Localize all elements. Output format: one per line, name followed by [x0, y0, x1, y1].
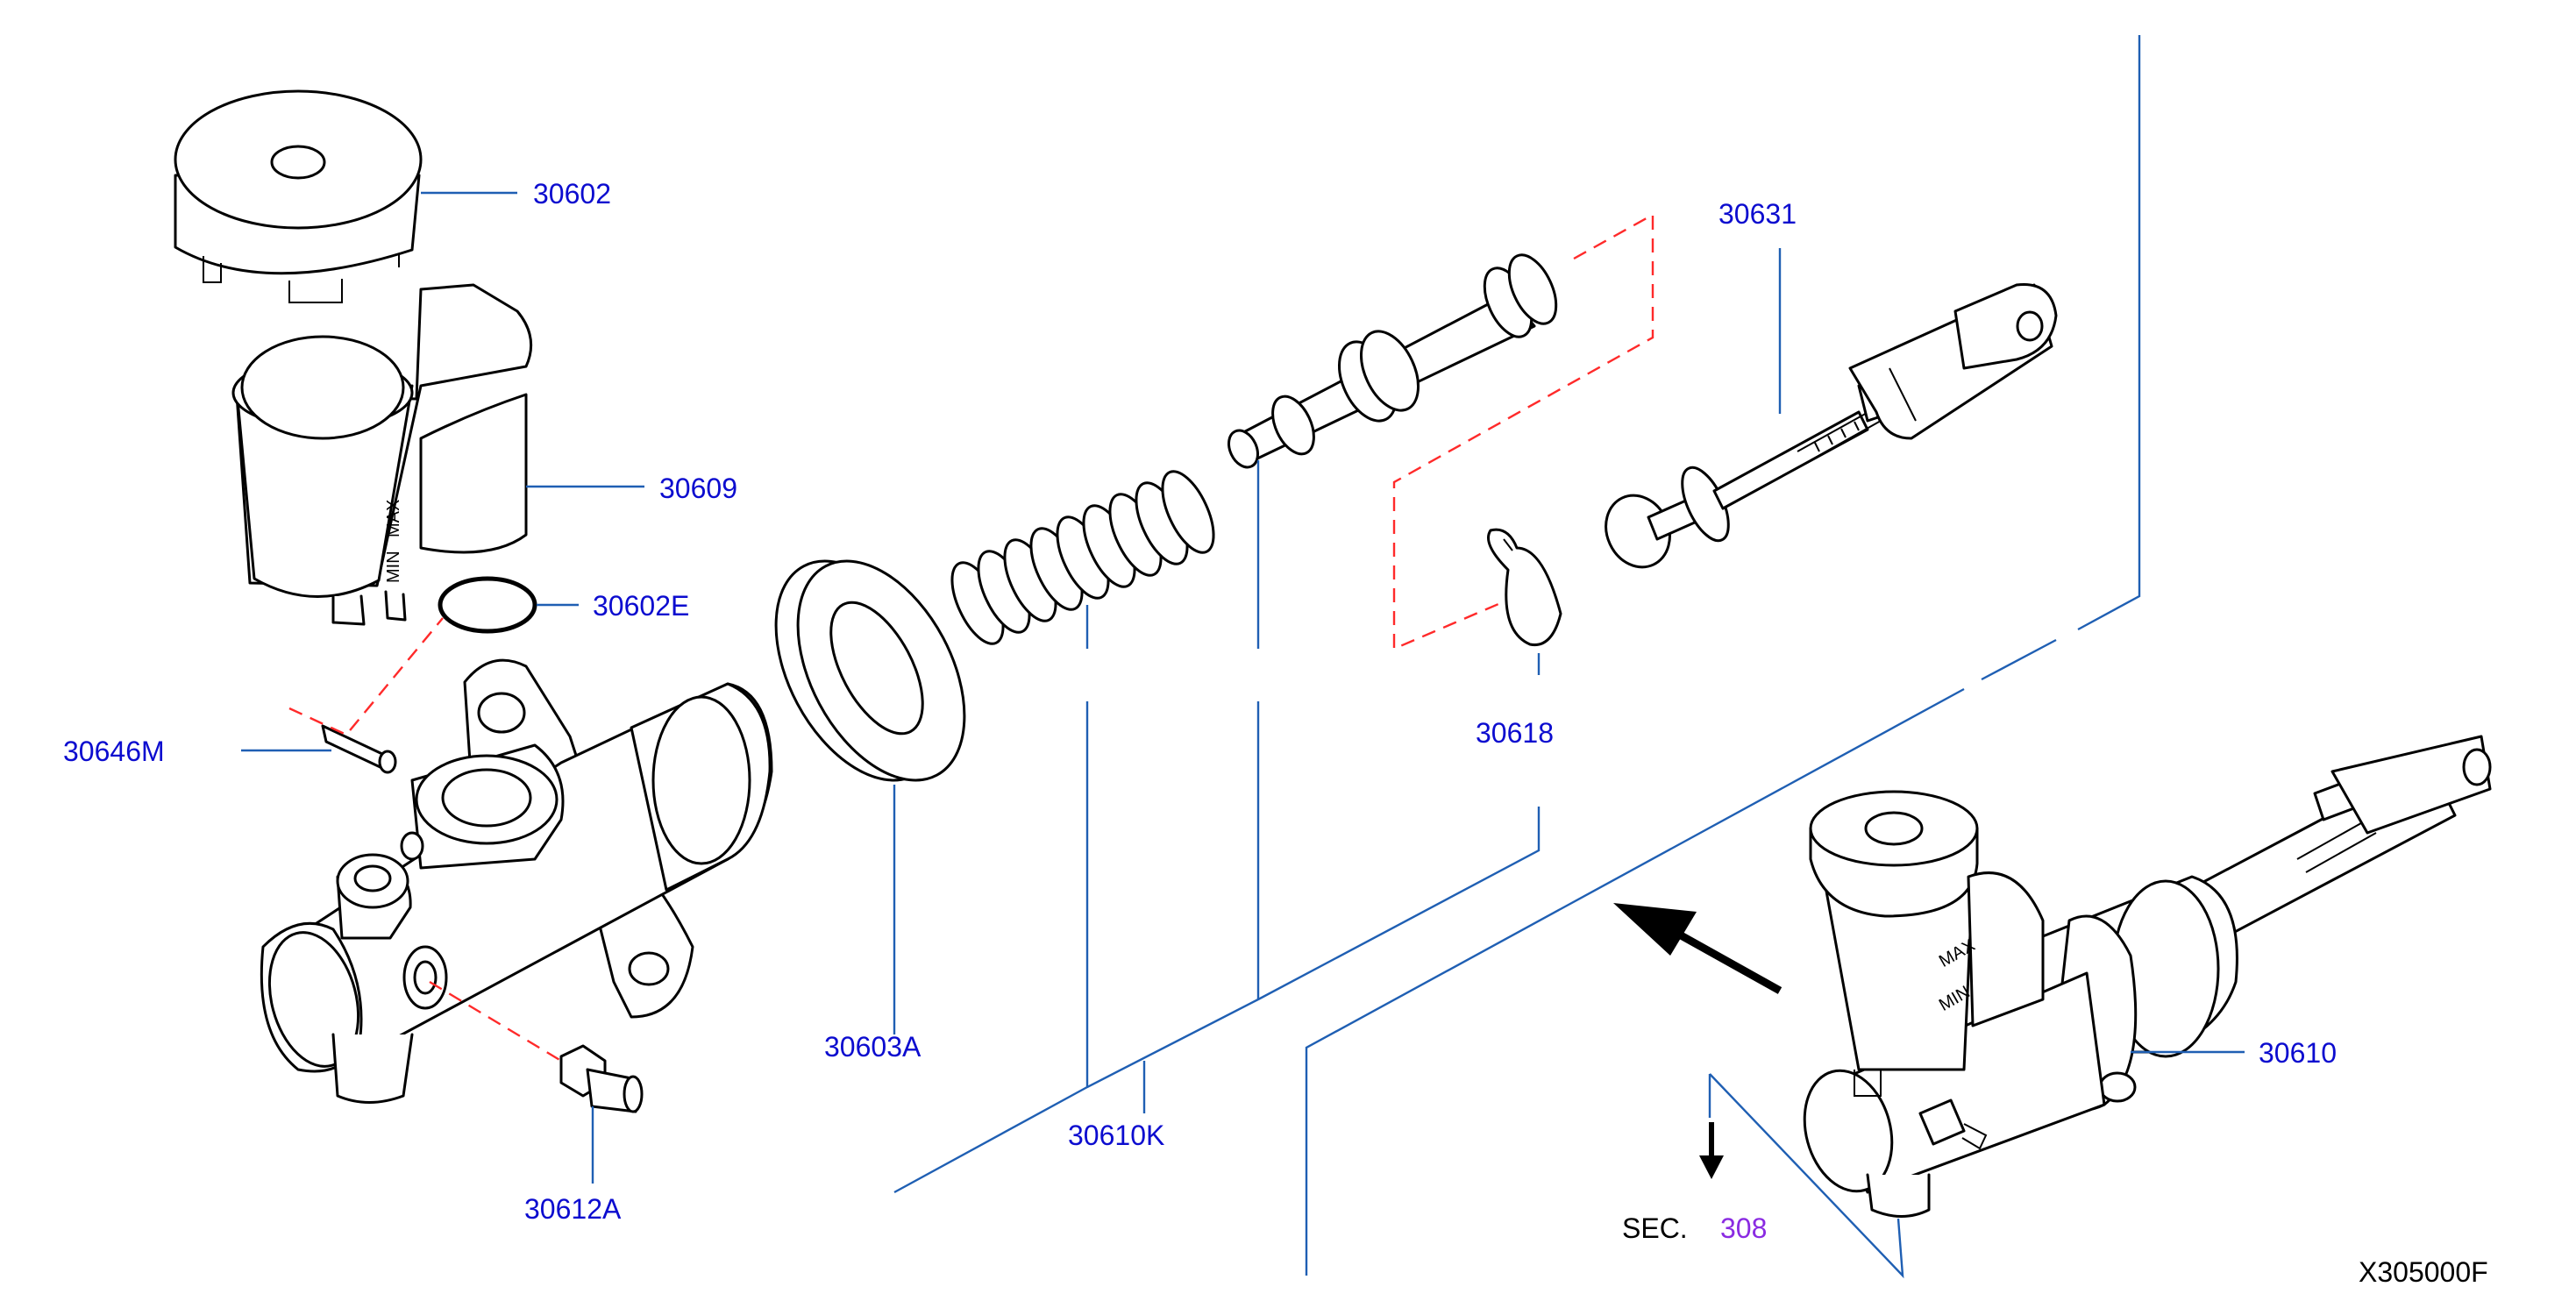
label-30646M[interactable]: 30646M	[63, 736, 165, 767]
seal-washer-part	[774, 559, 966, 782]
guide-pin-to-tank	[288, 617, 444, 736]
master-cylinder-assembly-part: MAX MIN	[1803, 735, 2492, 1218]
section-ref-leader	[1708, 1073, 1904, 1279]
o-ring-part	[438, 576, 537, 634]
leader-30610K-group	[893, 807, 1541, 1194]
figure-code: X305000F	[2359, 1256, 2488, 1288]
section-ref-link[interactable]: 308	[1720, 1212, 1767, 1244]
label-30618[interactable]: 30618	[1476, 717, 1554, 749]
label-30612A[interactable]: 30612A	[524, 1193, 622, 1225]
piston-part	[1228, 253, 1558, 469]
label-30610K[interactable]: 30610K	[1068, 1120, 1164, 1151]
section-ref-arrow	[1699, 1122, 1724, 1179]
label-30631[interactable]: 30631	[1719, 198, 1797, 230]
max-marking: MAX	[384, 500, 403, 537]
section-ref-prefix: SEC.	[1622, 1212, 1688, 1244]
guide-piston-to-rod	[1392, 212, 1654, 650]
label-30610[interactable]: 30610	[2259, 1037, 2337, 1069]
label-30602[interactable]: 30602	[533, 178, 611, 210]
guide-bleeder-to-body	[429, 980, 562, 1063]
spring-pin-part	[321, 724, 397, 774]
bleeder-screw-part	[559, 1044, 644, 1113]
label-30609[interactable]: 30609	[659, 473, 737, 504]
min-marking: MIN	[384, 551, 403, 583]
push-rod-part	[1605, 282, 2058, 569]
return-spring-part	[950, 470, 1215, 645]
label-30602E[interactable]: 30602E	[593, 590, 689, 622]
frame-line	[1305, 35, 2141, 1276]
master-cylinder-body-part	[260, 658, 773, 1104]
assembly-direction-arrow	[1613, 903, 1783, 994]
label-30603A[interactable]: 30603A	[824, 1031, 922, 1063]
reservoir-tank-part: MAX MIN	[231, 283, 533, 626]
reservoir-cap-part	[174, 89, 423, 303]
retaining-clip-part	[1487, 528, 1562, 647]
